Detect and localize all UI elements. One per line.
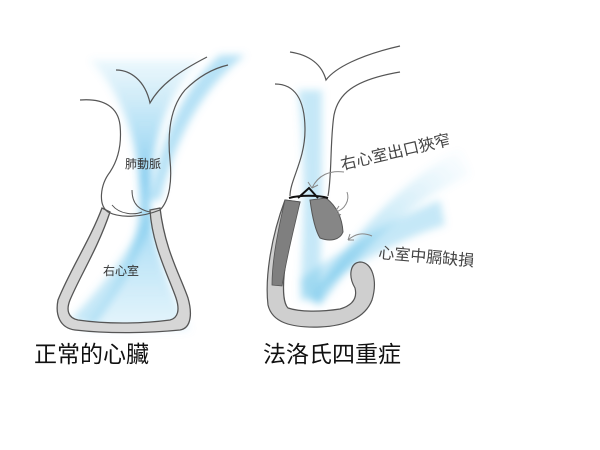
rvot-arrow — [307, 171, 345, 189]
tof-thick-wall-left — [271, 199, 301, 287]
rvot-arrow-2 — [334, 191, 349, 216]
vsd-arrow — [347, 233, 373, 241]
caption-normal-heart: 正常的心臟 — [34, 342, 149, 368]
caption-tetralogy-of-fallot: 法洛氏四重症 — [263, 342, 401, 368]
normal-heart-illustration — [56, 55, 245, 334]
stenotic-valve — [288, 186, 329, 199]
callout-vsd: 心室中膈缺損 — [378, 243, 475, 270]
pulmonary-artery-outline — [79, 64, 229, 217]
label-pulmonary-artery: 肺動脈 — [125, 157, 161, 171]
right-ventricle-wall — [56, 207, 192, 334]
tof-ventricle-wall — [266, 199, 375, 328]
tof-heart-illustration — [266, 45, 470, 328]
tof-great-vessels-outline — [274, 71, 401, 197]
tof-thick-septum — [309, 197, 344, 241]
label-right-ventricle: 右心室 — [103, 263, 139, 278]
blood-flow-normal — [70, 55, 245, 330]
